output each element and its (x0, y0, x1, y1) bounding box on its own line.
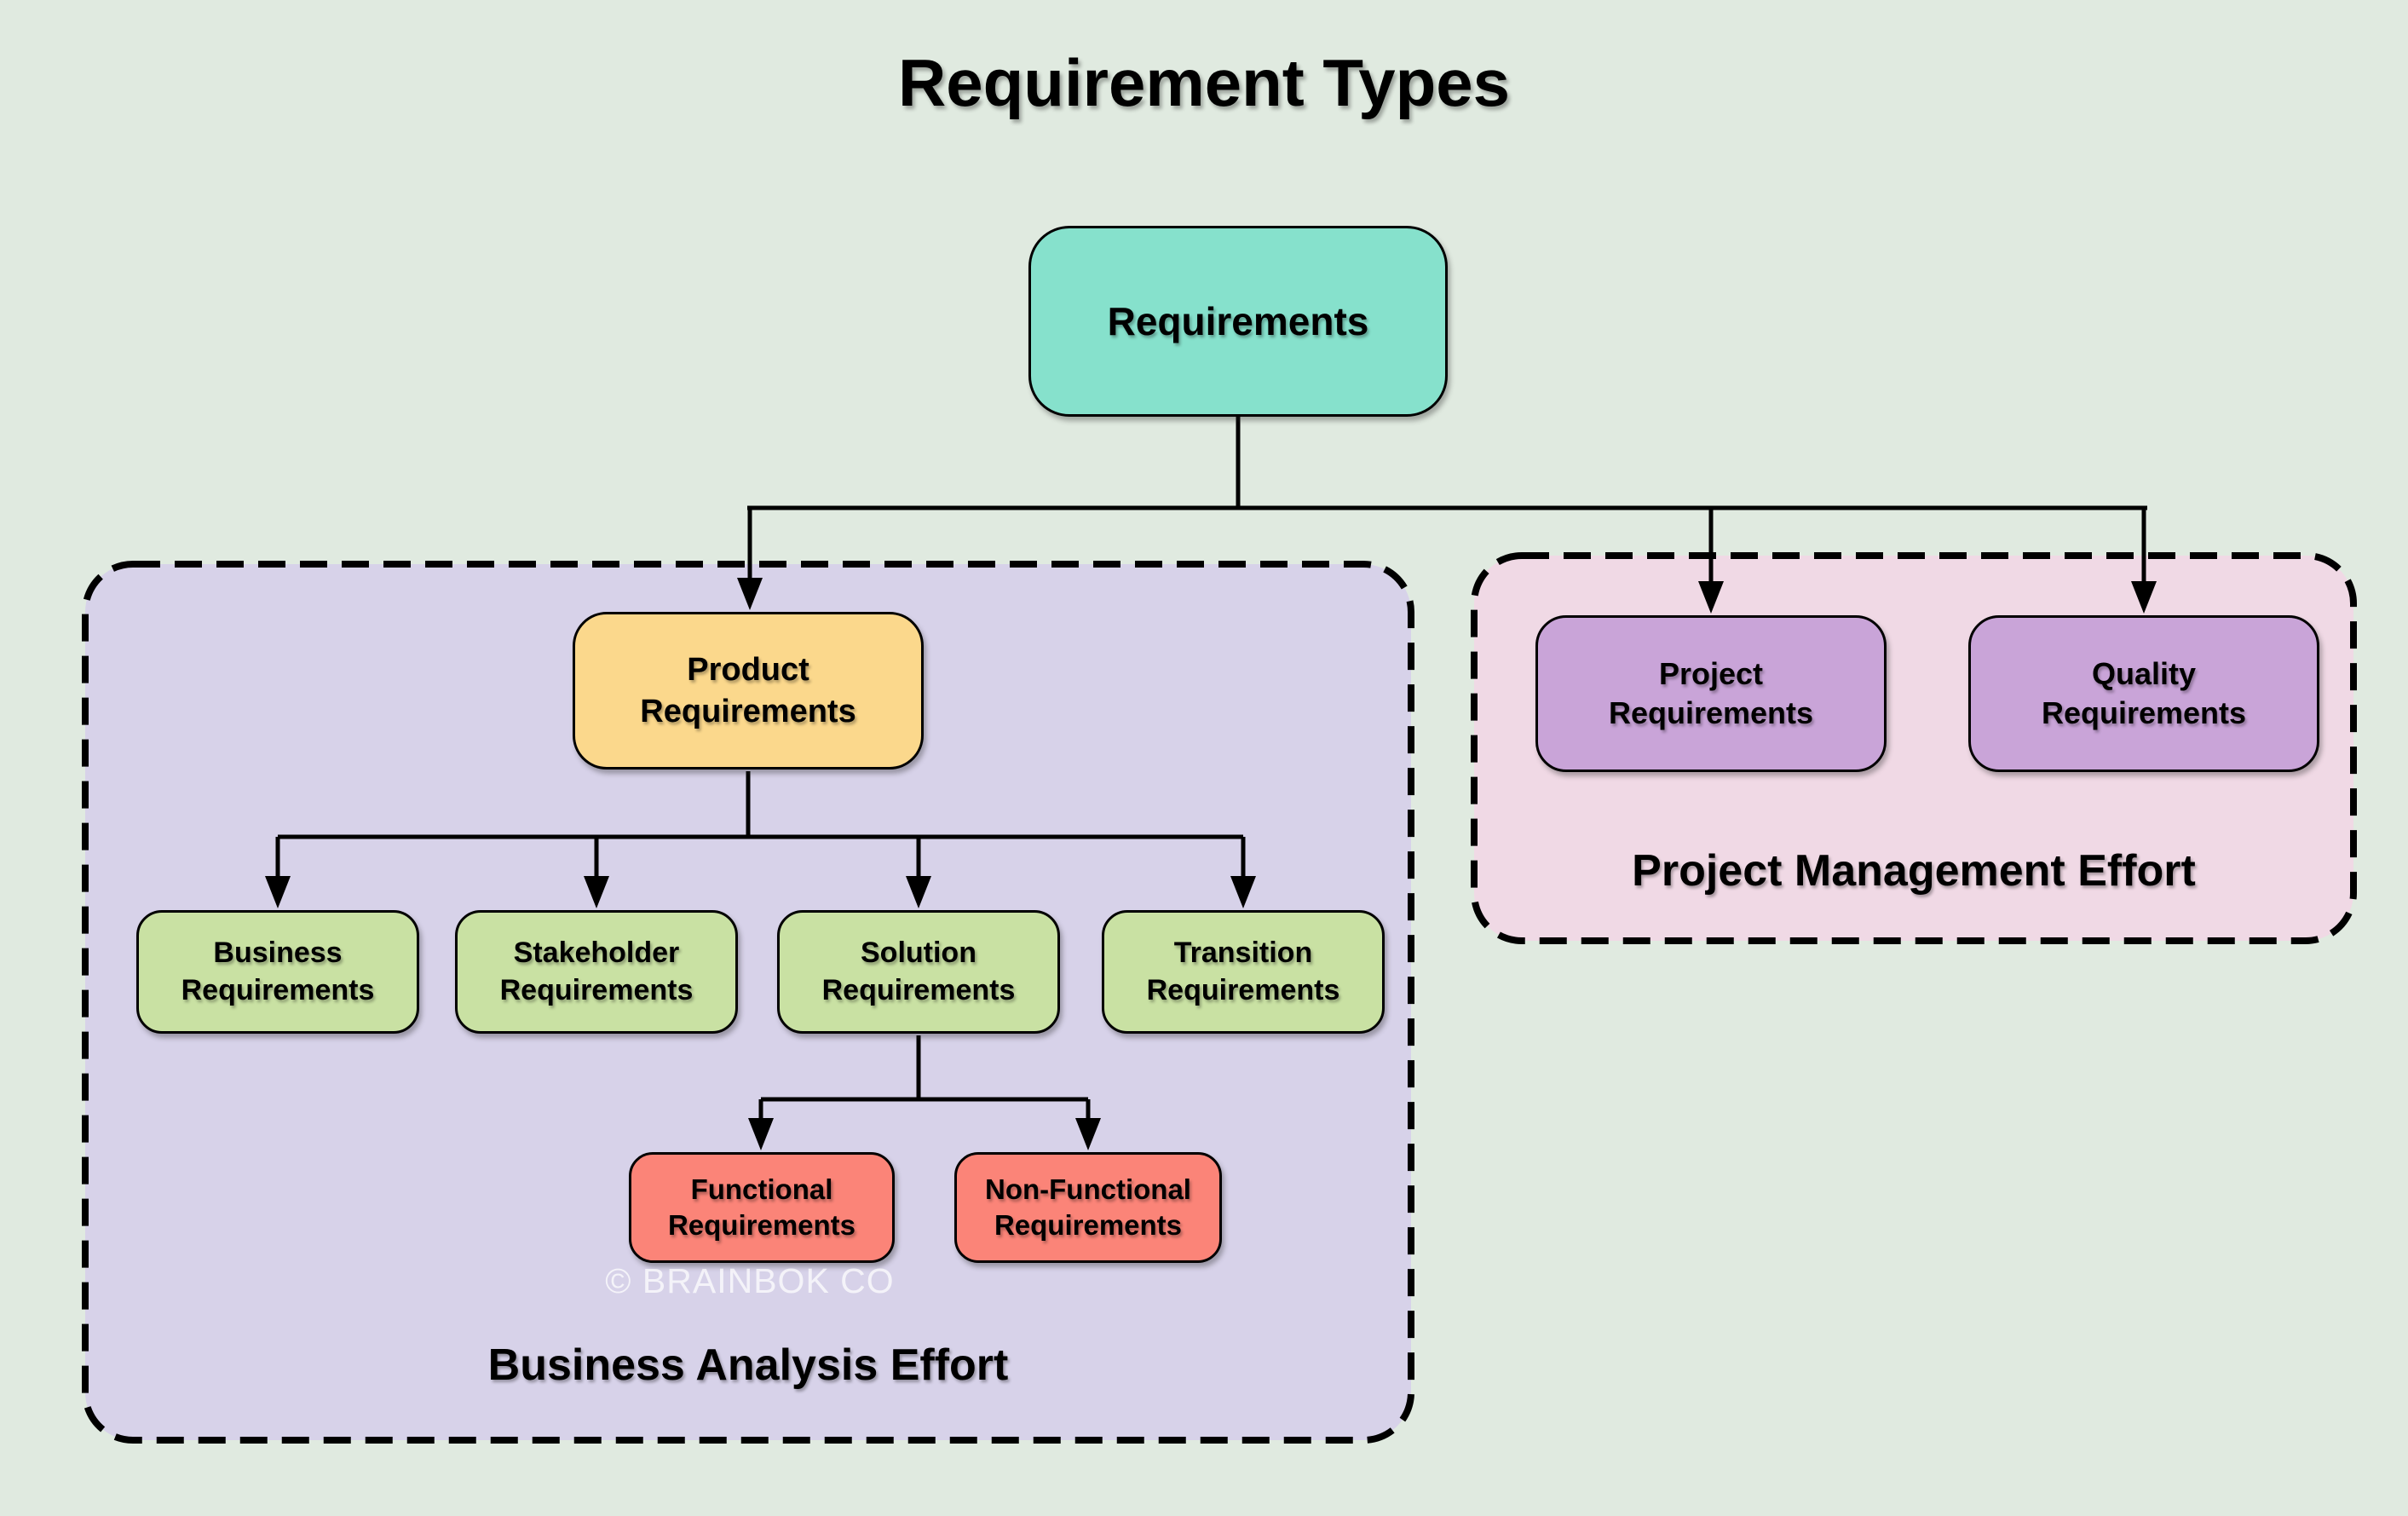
arrowhead-to-transition (1230, 876, 1256, 908)
node-transition-requirements: Transition Requirements (1102, 910, 1385, 1034)
node-project-requirements: Project Requirements (1535, 615, 1887, 772)
connector-root-lines (747, 417, 2147, 585)
connector-solution-children (748, 1035, 1101, 1150)
arrowhead-to-functional (748, 1118, 774, 1150)
node-requirements: Requirements (1028, 226, 1448, 417)
connector-root-branches (737, 417, 2157, 614)
node-functional-requirements: Functional Requirements (629, 1152, 895, 1263)
node-business-requirements: Business Requirements (136, 910, 419, 1034)
arrowhead-to-stakeholder (584, 876, 609, 908)
group-label-business-analysis-effort: Business Analysis Effort (487, 1340, 1009, 1390)
node-product-requirements: Product Requirements (573, 612, 924, 770)
connector-product-children (265, 771, 1256, 908)
group-label-project-management-effort: Project Management Effort (1632, 846, 2196, 896)
arrowhead-to-project (1698, 581, 1724, 614)
arrowhead-to-quality (2131, 581, 2157, 614)
arrowhead-to-product (737, 578, 763, 610)
watermark-brainbok: © BRAINBOK CO (605, 1261, 895, 1300)
arrowhead-to-business (265, 876, 291, 908)
node-quality-requirements: Quality Requirements (1968, 615, 2319, 772)
node-nonfunctional-requirements: Non-Functional Requirements (954, 1152, 1222, 1263)
node-solution-requirements: Solution Requirements (777, 910, 1060, 1034)
connector-product-lines (275, 771, 1246, 876)
page-title: Requirement Types (897, 45, 1511, 120)
arrowhead-to-nonfunctional (1075, 1118, 1101, 1150)
arrowhead-to-solution (906, 876, 931, 908)
connector-solution-lines (758, 1035, 1091, 1118)
node-stakeholder-requirements: Stakeholder Requirements (455, 910, 738, 1034)
